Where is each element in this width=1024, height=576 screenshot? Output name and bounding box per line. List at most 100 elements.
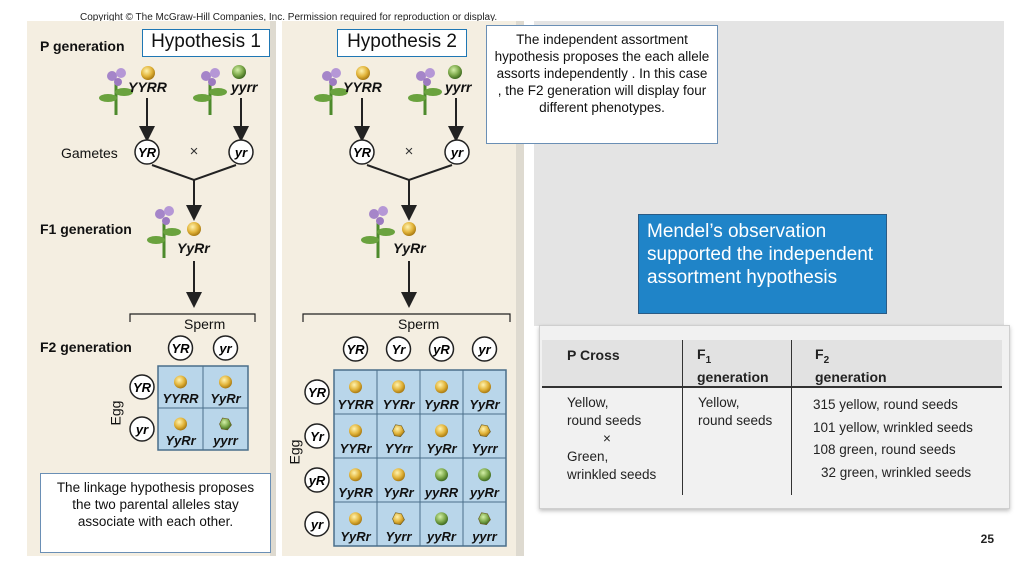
gamete-circle — [228, 139, 254, 165]
punnett-genotype: Yyrr — [385, 529, 412, 544]
egg-gamete-circle — [129, 416, 155, 442]
pcross-line: Yellow, — [567, 395, 609, 410]
hypothesis1-panel — [27, 21, 270, 556]
green-wrinkled-seed-icon — [232, 65, 246, 79]
punnett-genotype: yyRr — [426, 529, 457, 544]
f2-line: 315 yellow, round seeds — [813, 397, 958, 412]
punnett-genotype: yyRr — [469, 485, 500, 500]
plant-icon — [361, 206, 395, 258]
round-seed-icon — [392, 468, 405, 482]
egg-gamete-label: Yr — [310, 429, 325, 444]
parent1-genotype: YYRR — [343, 79, 383, 95]
f1-subscript: 1 — [705, 354, 712, 366]
round-seed-icon — [435, 512, 448, 526]
punnett-genotype: YYRr — [340, 441, 373, 456]
f1-genotype: YyRr — [177, 240, 211, 256]
round-seed-icon — [392, 380, 405, 394]
sperm-gamete-circle — [342, 336, 369, 362]
gametes-label: Gametes — [61, 145, 118, 161]
f2-subscript: 2 — [823, 354, 830, 366]
round-seed-icon — [435, 424, 448, 438]
round-seed-icon — [349, 468, 362, 482]
round-seed-icon — [349, 512, 362, 526]
yellow-round-seed-icon — [356, 66, 370, 80]
col-pcross-header: P Cross — [567, 347, 620, 363]
round-seed-icon — [478, 380, 491, 394]
punnett-genotype: Yyrr — [471, 441, 498, 456]
round-seed-icon — [435, 380, 448, 394]
punnett-genotype: YYRr — [383, 397, 416, 412]
egg-gamete-label: yr — [310, 517, 324, 532]
plant-icon — [314, 68, 348, 115]
punnett-genotype: yyrr — [212, 433, 239, 448]
round-seed-icon — [349, 380, 362, 394]
egg-gamete-label: YR — [133, 380, 152, 395]
pcross-line: wrinkled seeds — [567, 467, 657, 482]
parent2-genotype: yyrr — [444, 79, 473, 95]
punnett-genotype: YyRr — [383, 485, 414, 500]
f2-generation-word: generation — [815, 368, 887, 385]
sperm-gamete-circle — [167, 335, 194, 361]
egg-gamete-circle — [304, 467, 330, 493]
punnett-genotype: YyRr — [165, 433, 196, 448]
f1-line: round seeds — [698, 413, 773, 428]
yellow-round-seed-icon — [187, 222, 201, 236]
sperm-gamete-circle — [385, 336, 412, 362]
sperm-label: Sperm — [398, 316, 439, 332]
gamete-circle — [349, 139, 375, 165]
sperm-gamete-label: yr — [477, 342, 491, 357]
punnett-genotype: YyRr — [210, 391, 241, 406]
p-generation-label: P generation — [40, 38, 125, 54]
col-f2-header: F2 generation — [815, 346, 887, 385]
column-divider — [682, 340, 683, 495]
plant-icon — [193, 68, 227, 115]
results-table-header — [542, 340, 1002, 388]
hypothesis1-label: Hypothesis 1 — [142, 29, 270, 57]
punnett-genotype: yyrr — [471, 529, 498, 544]
punnett-cell — [462, 501, 507, 547]
gamete1-label: YR — [138, 145, 157, 160]
f1-generation-word: generation — [697, 368, 769, 385]
punnett-genotype: YyRr — [426, 441, 457, 456]
wrinkled-seed-icon — [392, 512, 405, 526]
f2-line: 101 yellow, wrinkled seeds — [813, 419, 973, 435]
sperm-gamete-label: yR — [432, 342, 450, 357]
punnett-genotype: YYRR — [337, 397, 374, 412]
gamete2-label: yr — [450, 145, 464, 160]
sperm-gamete-label: YR — [171, 341, 190, 356]
round-seed-icon — [174, 375, 187, 389]
punnett-genotype: YyRr — [340, 529, 371, 544]
cross-symbol: × — [405, 143, 414, 160]
round-seed-icon — [435, 468, 448, 482]
copyright-notice: Copyright © The McGraw-Hill Companies, I… — [80, 12, 498, 23]
independent-assortment-note: The independent assortment hypothesis pr… — [486, 25, 718, 144]
egg-gamete-circle — [304, 423, 330, 449]
gamete-circle — [444, 139, 470, 165]
sperm-gamete-circle — [212, 335, 239, 361]
plant-icon — [147, 206, 181, 258]
plant-icon — [99, 68, 133, 115]
f1-genotype: YyRr — [393, 240, 427, 256]
sperm-gamete-label: yr — [218, 341, 232, 356]
f1-cell: Yellow, round seeds — [698, 394, 772, 430]
gamete2-label: yr — [234, 145, 248, 160]
f1-line: Yellow, — [698, 395, 740, 410]
egg-gamete-circle — [129, 374, 155, 400]
yellow-round-seed-icon — [141, 66, 155, 80]
parent1-genotype: YYRR — [128, 79, 168, 95]
punnett-genotype: yyRR — [424, 485, 459, 500]
cross-symbol: × — [190, 143, 199, 160]
f2-line: 32 green, wrinkled seeds — [821, 464, 972, 480]
f1-generation-label: F1 generation — [40, 221, 132, 237]
f2-cell: 315 yellow, round seeds 101 yellow, wrin… — [813, 394, 973, 484]
egg-gamete-label: yr — [135, 422, 149, 437]
f2-line: 108 green, round seeds — [813, 442, 956, 457]
round-seed-icon — [174, 417, 187, 431]
pcross-cell: Yellow, round seeds × Green, wrinkled se… — [567, 394, 656, 484]
f-letter: F — [815, 346, 824, 362]
col-f1-header: F1 generation — [697, 346, 769, 385]
column-divider — [791, 340, 792, 495]
